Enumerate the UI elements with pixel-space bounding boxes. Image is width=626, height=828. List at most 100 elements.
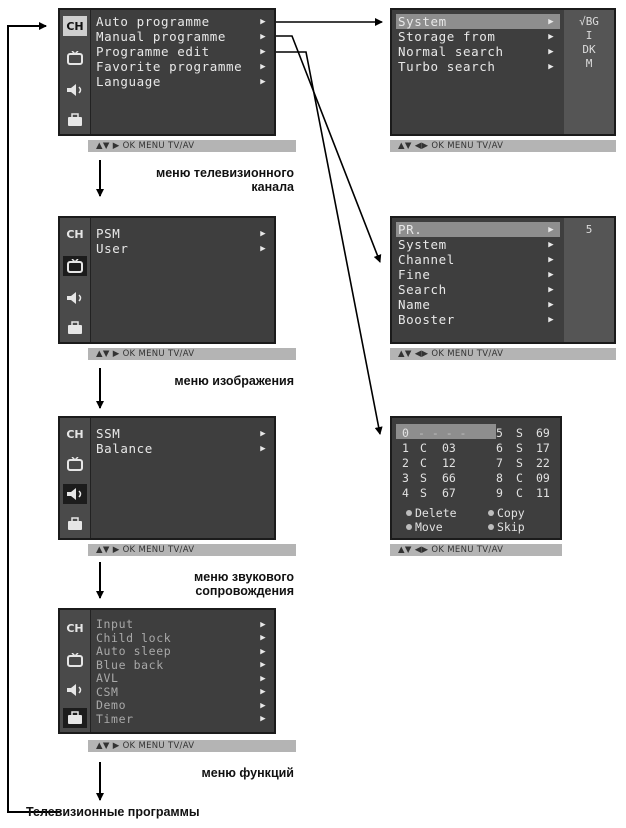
channel-icon[interactable]: CH xyxy=(66,227,84,241)
menu-item-ssm[interactable]: SSM xyxy=(96,426,121,441)
submenu-arrow-icon: ▶ xyxy=(260,620,266,630)
sound-icon[interactable] xyxy=(63,680,87,700)
channel-icon[interactable]: CH xyxy=(66,427,84,441)
sound-icon[interactable] xyxy=(63,80,87,100)
picture-icon[interactable] xyxy=(63,48,87,68)
menu-icon-bar: CH xyxy=(60,418,91,538)
yellow-dot-icon xyxy=(406,524,412,530)
menu-item-user[interactable]: User xyxy=(96,241,129,256)
menu-item-auto-sleep[interactable]: Auto sleep xyxy=(96,644,172,658)
function-icon[interactable] xyxy=(63,110,87,130)
table-row[interactable]: 0 - - - - 5 S 69 xyxy=(402,426,550,440)
option-dk[interactable]: DK xyxy=(582,43,596,56)
nav-right: ▶ xyxy=(112,545,120,555)
picture-icon[interactable] xyxy=(63,454,87,474)
menu-item-balance[interactable]: Balance xyxy=(96,441,153,456)
submenu-arrow-icon: ▶ xyxy=(548,225,554,235)
nav-menu: MENU xyxy=(138,741,165,751)
menu-item-manual-programme[interactable]: Manual programme xyxy=(96,29,227,44)
legend-delete: Delete xyxy=(415,506,457,520)
menu-item-system[interactable]: System xyxy=(398,237,447,252)
table-row[interactable]: 1 C 03 6 S 17 xyxy=(402,441,550,455)
menu-item-language[interactable]: Language xyxy=(96,74,162,89)
pr-value[interactable]: 5 xyxy=(585,223,593,236)
manual-programme-submenu: PR. System Channel Fine Search Name Boos… xyxy=(390,216,616,344)
table-row[interactable]: 4 S 67 9 C 11 xyxy=(402,486,550,500)
nav-menu: MENU xyxy=(447,545,474,555)
picture-icon[interactable] xyxy=(63,650,87,670)
menu-item-csm[interactable]: CSM xyxy=(96,684,119,699)
nav-hint-bar: ▲▼ ▶ OK MENU TV/AV xyxy=(88,348,296,360)
menu-item-avl[interactable]: AVL xyxy=(96,671,119,685)
loop-line xyxy=(7,22,60,813)
menu-item-system[interactable]: System xyxy=(398,14,447,29)
menu-item-booster[interactable]: Booster xyxy=(398,312,455,327)
channel-menu: CH Auto programme Manual programme Progr… xyxy=(58,8,276,136)
menu-item-storage-from[interactable]: Storage from xyxy=(398,29,496,44)
menu-item-blue-back[interactable]: Blue back xyxy=(96,657,164,672)
nav-updown: ▲▼ xyxy=(96,141,110,151)
nav-leftright: ◀▶ xyxy=(414,349,429,359)
nav-tvav: TV/AV xyxy=(167,741,195,751)
function-icon[interactable] xyxy=(63,708,87,728)
nav-ok: OK xyxy=(431,141,445,151)
option-i[interactable]: I xyxy=(585,29,593,42)
nav-tvav: TV/AV xyxy=(167,141,195,151)
arrow-programme-edit xyxy=(262,51,383,435)
nav-tvav: TV/AV xyxy=(167,545,195,555)
nav-menu: MENU xyxy=(447,141,474,151)
submenu-arrow-icon: ▶ xyxy=(548,17,554,27)
menu-item-fine[interactable]: Fine xyxy=(398,267,431,282)
menu-item-auto-programme[interactable]: Auto programme xyxy=(96,14,210,29)
function-icon[interactable] xyxy=(63,318,87,338)
menu-item-search[interactable]: Search xyxy=(398,282,447,297)
blue-dot-icon xyxy=(488,524,494,530)
nav-updown: ▲▼ xyxy=(96,349,110,359)
nav-updown: ▲▼ xyxy=(96,545,110,555)
legend-skip: Skip xyxy=(497,520,525,534)
menu-icon-bar: CH xyxy=(60,10,91,134)
programme-table: 0 - - - - 5 S 69 1 C 03 6 S 17 2 C 12 7 … xyxy=(400,426,552,501)
submenu-arrow-icon: ▶ xyxy=(260,444,266,454)
menu-item-programme-edit[interactable]: Programme edit xyxy=(96,44,210,59)
channel-icon[interactable]: CH xyxy=(66,621,84,635)
menu-item-child-lock[interactable]: Child lock xyxy=(96,630,172,645)
picture-icon[interactable] xyxy=(63,256,87,276)
submenu-arrow-icon: ▶ xyxy=(548,32,554,42)
legend-copy: Copy xyxy=(497,506,525,520)
sound-icon[interactable] xyxy=(63,484,87,504)
selected-row-highlight xyxy=(396,424,496,439)
menu-item-favorite-programme[interactable]: Favorite programme xyxy=(96,59,243,74)
menu-item-name[interactable]: Name xyxy=(398,297,431,312)
green-dot-icon xyxy=(488,510,494,516)
channel-icon[interactable]: CH xyxy=(63,16,87,36)
submenu-arrow-icon: ▶ xyxy=(260,62,266,72)
menu-item-input[interactable]: Input xyxy=(96,617,134,631)
nav-ok: OK xyxy=(122,349,136,359)
option-bg[interactable]: BG xyxy=(585,15,599,28)
menu-item-pr[interactable]: PR. xyxy=(398,222,423,237)
menu-item-channel[interactable]: Channel xyxy=(398,252,455,267)
menu-item-timer[interactable]: Timer xyxy=(96,711,134,726)
table-row[interactable]: 3 S 66 8 C 09 xyxy=(402,471,550,485)
submenu-arrow-icon: ▶ xyxy=(260,687,266,697)
caption-picture-menu: меню изображения xyxy=(174,374,294,388)
caption-tv-programmes: Телевизионные программы xyxy=(26,805,200,819)
menu-item-turbo-search[interactable]: Turbo search xyxy=(398,59,496,74)
nav-updown: ▲▼ xyxy=(398,545,412,555)
submenu-arrow-icon: ▶ xyxy=(548,240,554,250)
submenu-arrow-icon: ▶ xyxy=(260,701,266,711)
menu-icon-bar: CH xyxy=(60,610,91,732)
menu-item-normal-search[interactable]: Normal search xyxy=(398,44,504,59)
menu-item-demo[interactable]: Demo xyxy=(96,698,127,712)
menu-item-psm[interactable]: PSM xyxy=(96,226,121,241)
table-row[interactable]: 2 C 12 7 S 22 xyxy=(402,456,550,470)
sound-icon[interactable] xyxy=(63,288,87,308)
submenu-arrow-icon: ▶ xyxy=(260,47,266,57)
function-icon[interactable] xyxy=(63,514,87,534)
nav-menu: MENU xyxy=(447,349,474,359)
submenu-arrow-icon: ▶ xyxy=(260,244,266,254)
option-m[interactable]: M xyxy=(585,57,593,70)
